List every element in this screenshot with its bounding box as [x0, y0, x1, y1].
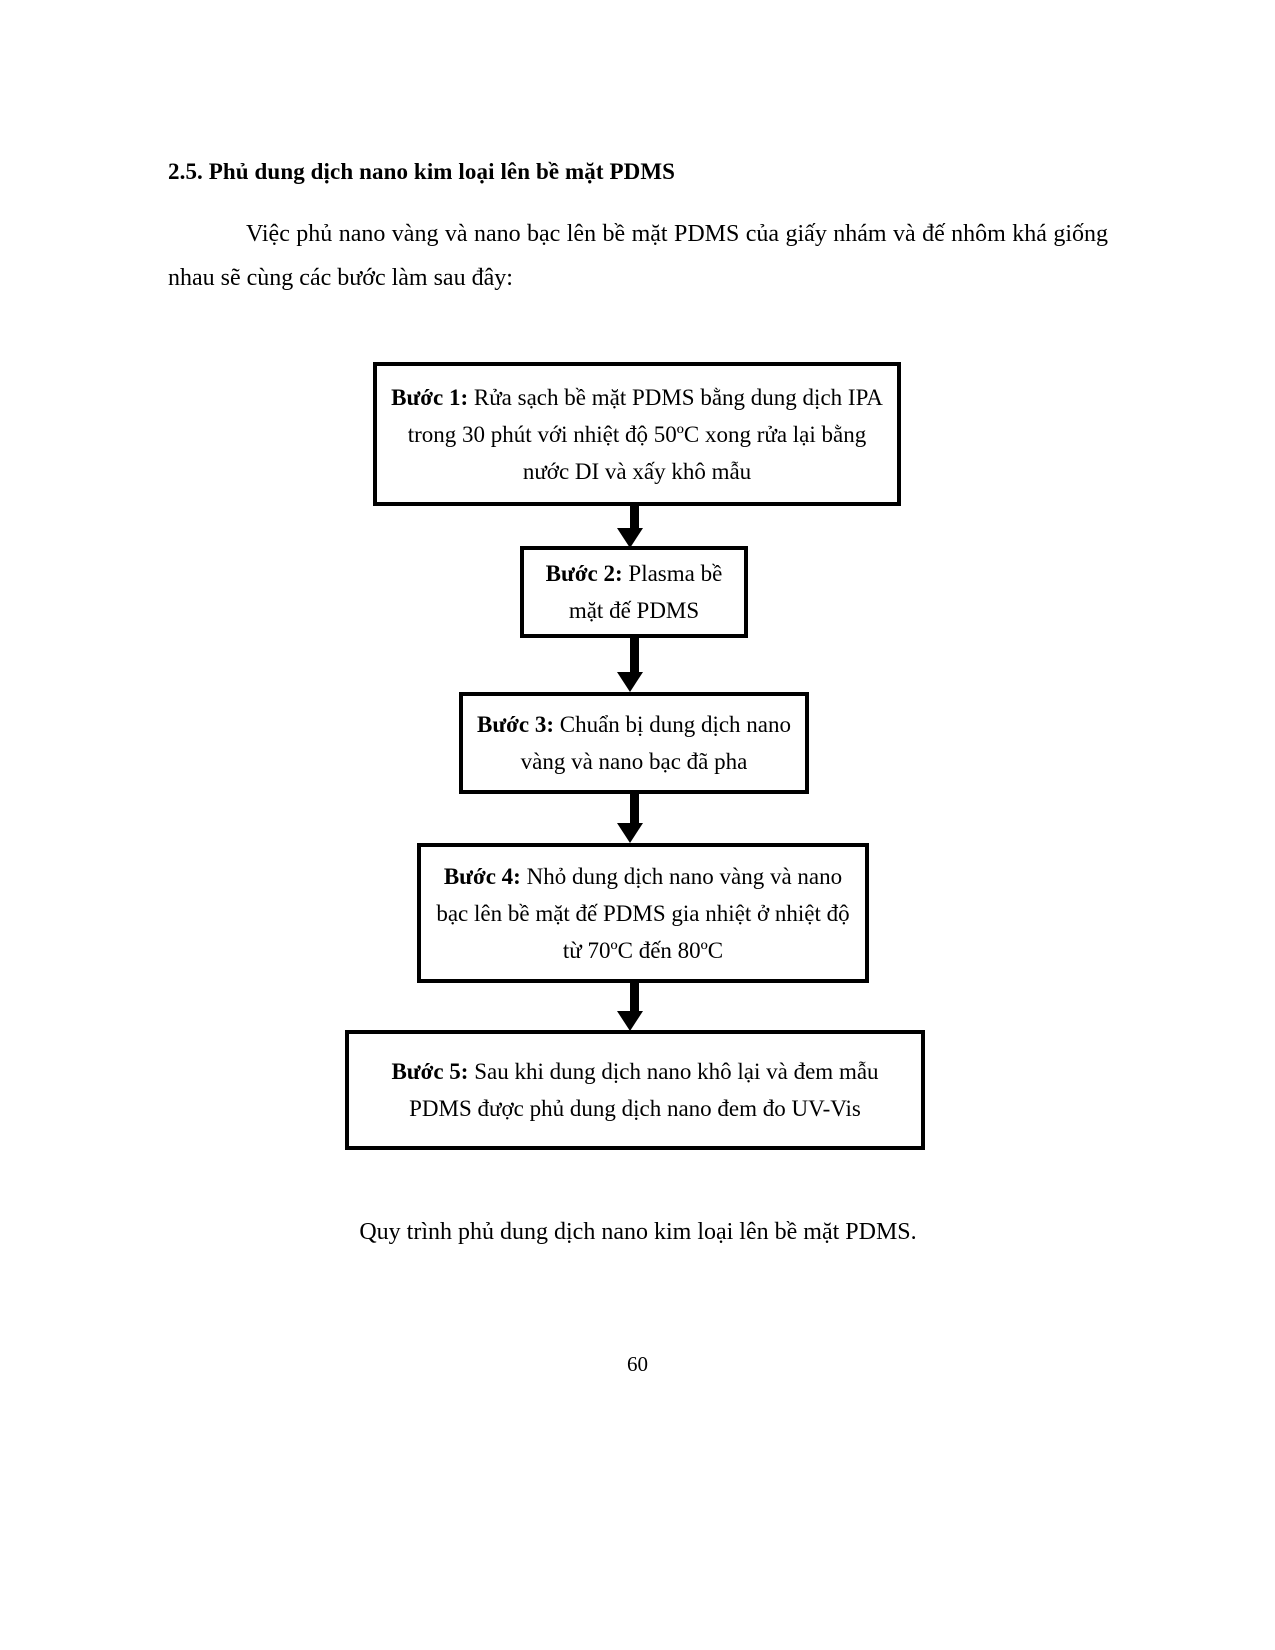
- figure-caption: Quy trình phủ dung dịch nano kim loại lê…: [359, 1219, 917, 1245]
- flow-arrow-1-head-icon: [617, 528, 643, 548]
- flow-arrow-3-shaft: [630, 794, 639, 826]
- flow-node-label-rest: Plasma bề mặt đế PDMS: [568, 561, 723, 623]
- flow-arrow-4-shaft: [630, 983, 639, 1013]
- flow-node-buoc-5: Bước 5: Sau khi dung dịch nano khô lại v…: [345, 1030, 925, 1150]
- flow-arrow-4-head-icon: [617, 1011, 643, 1031]
- flow-arrow-1-shaft: [630, 506, 639, 532]
- section-heading: 2.5. Phủ dung dịch nano kim loại lên bề …: [168, 159, 676, 184]
- flow-node-text: Bước 4: Nhỏ dung dịch nano vàng và nano …: [431, 858, 855, 969]
- flow-node-label-rest: Nhỏ dung dịch nano vàng và nano bạc lên …: [436, 863, 850, 963]
- flowchart: Bước 1: Rửa sạch bề mặt PDMS bằng dung d…: [345, 362, 925, 1150]
- flow-arrow-2-shaft: [630, 638, 639, 674]
- flow-node-text: Bước 3: Chuẩn bị dung dịch nano vàng và …: [473, 706, 795, 780]
- flow-arrow-2-head-icon: [617, 672, 643, 692]
- flow-node-label-bold: Bước 2:: [545, 561, 623, 586]
- flow-node-text: Bước 2: Plasma bề mặt đế PDMS: [534, 555, 734, 629]
- flow-node-label-rest: Rửa sạch bề mặt PDMS bằng dung dịch IPA …: [407, 384, 883, 484]
- flow-node-buoc-1: Bước 1: Rửa sạch bề mặt PDMS bằng dung d…: [373, 362, 901, 506]
- flow-node-label-bold: Bước 4:: [443, 863, 521, 889]
- flow-node-buoc-3: Bước 3: Chuẩn bị dung dịch nano vàng và …: [459, 692, 809, 794]
- flow-node-label-bold: Bước 3:: [477, 712, 554, 737]
- flow-node-label-bold: Bước 5:: [391, 1059, 469, 1084]
- page-number: 60: [627, 1352, 648, 1376]
- intro-paragraph: Việc phủ nano vàng và nano bạc lên bề mặ…: [168, 221, 1108, 291]
- flow-node-buoc-4: Bước 4: Nhỏ dung dịch nano vàng và nano …: [417, 843, 869, 983]
- flow-node-text: Bước 1: Rửa sạch bề mặt PDMS bằng dung d…: [387, 379, 887, 490]
- flow-node-label-rest: Chuẩn bị dung dịch nano vàng và nano bạc…: [520, 712, 791, 774]
- flow-node-label-bold: Bước 1:: [391, 384, 469, 410]
- flow-arrow-3-head-icon: [617, 823, 643, 843]
- flow-node-label-rest: Sau khi dung dịch nano khô lại và đem mẫ…: [409, 1059, 879, 1121]
- flow-node-text: Bước 5: Sau khi dung dịch nano khô lại v…: [359, 1053, 911, 1127]
- flow-node-buoc-2: Bước 2: Plasma bề mặt đế PDMS: [520, 546, 748, 638]
